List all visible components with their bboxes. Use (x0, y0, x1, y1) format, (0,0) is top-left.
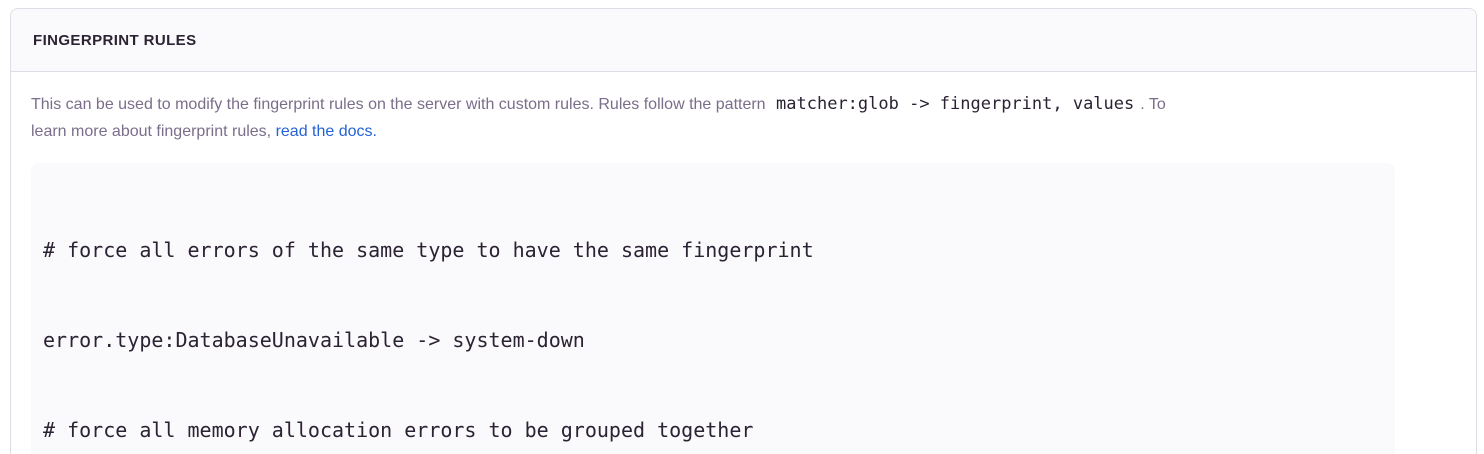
example-code-line: error.type:DatabaseUnavailable -> system… (43, 328, 585, 352)
pattern-inline-code: matcher:glob -> fingerprint, values (776, 94, 1135, 114)
panel-title: FINGERPRINT RULES (11, 9, 1476, 72)
description-part-1: This can be used to modify the fingerpri… (31, 96, 771, 113)
panel-body: This can be used to modify the fingerpri… (11, 72, 1476, 454)
fingerprint-rules-panel: FINGERPRINT RULES This can be used to mo… (10, 8, 1477, 454)
example-code-line: # force all memory allocation errors to … (43, 418, 754, 442)
read-the-docs-link[interactable]: read the docs. (275, 123, 377, 140)
example-code-block: # force all errors of the same type to h… (31, 163, 1395, 454)
description-part-3: learn more about fingerprint rules, (31, 123, 276, 140)
description-part-2: . To (1140, 96, 1166, 113)
description-text: This can be used to modify the fingerpri… (31, 91, 1456, 145)
example-code-line: # force all errors of the same type to h… (43, 238, 814, 262)
